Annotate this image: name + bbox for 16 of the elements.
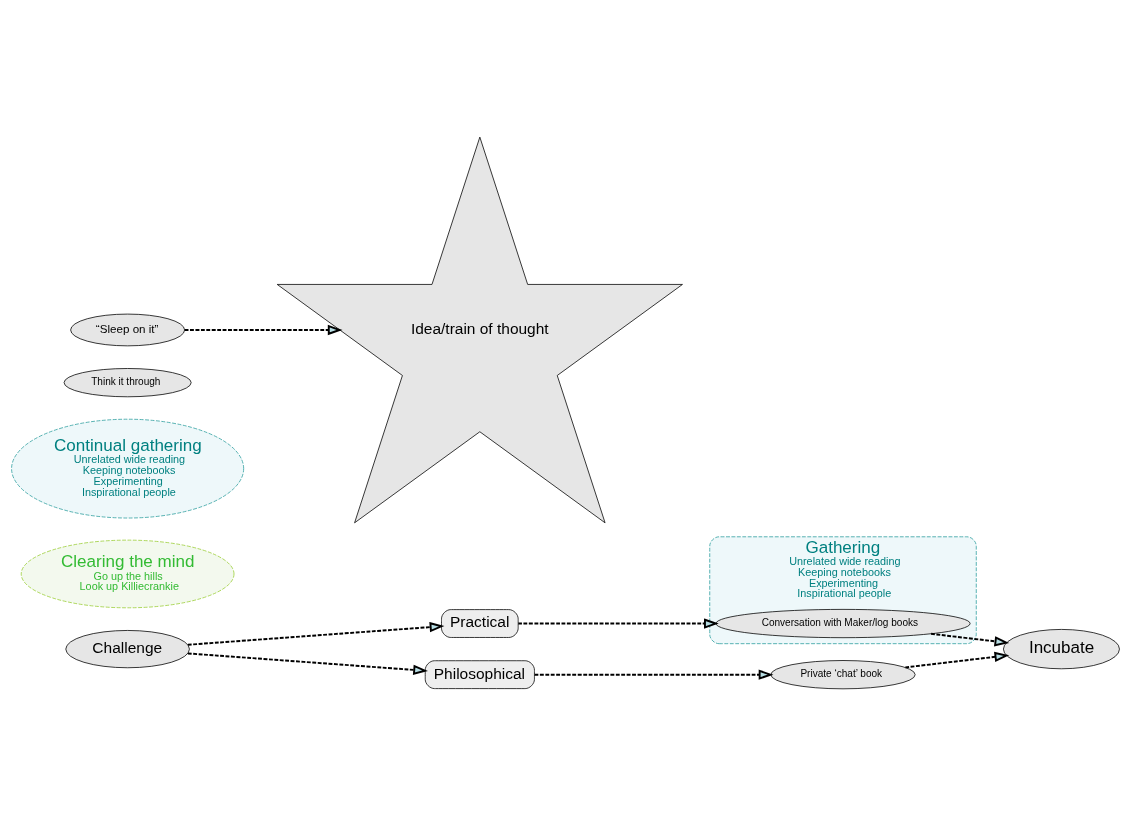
node-box: Philosophical [424,659,535,689]
arrow [517,617,719,629]
node-ellipse: Private ‘chat’ book [770,659,916,689]
node-ellipse: Clearing the mind Go up the hills Look up Killiecrankie [20,539,235,608]
node-ellipse: Continual gathering Unrelated wide reading Keeping notebooks Experimenting Inspirational people [11,418,245,518]
arrow [186,651,428,675]
node-ellipse: “Sleep on it” [70,313,185,346]
arrow [183,324,343,335]
node-ellipse: Conversation with Maker/log books [715,608,971,638]
arrow [904,651,1010,668]
arrow [533,669,774,680]
arrow [186,621,445,646]
node-box: Practical [441,608,519,638]
node-ellipse: Think it through [63,367,192,397]
node-ellipse: Incubate [1003,628,1120,669]
node-ellipse: Challenge [65,629,190,668]
